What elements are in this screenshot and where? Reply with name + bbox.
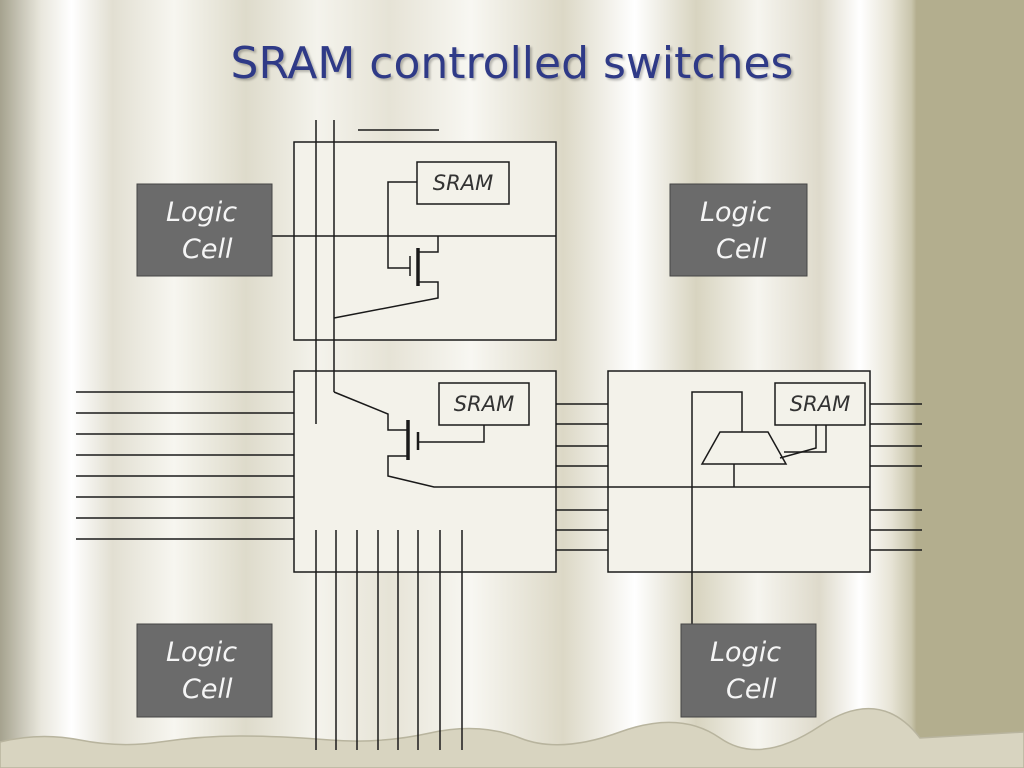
sram-select-wire-1	[779, 424, 817, 459]
slide-title: SRAM controlled switches	[230, 38, 794, 89]
mux-output-wire	[691, 391, 743, 624]
logic-cell-label-line2: Cell	[726, 674, 777, 705]
logic-cell-label-line1: Logic	[166, 197, 237, 228]
center-horizontal-bus	[556, 403, 608, 551]
logic-cell-label-line2: Cell	[182, 674, 233, 705]
transistor-drain-top	[418, 236, 439, 253]
multiplexer	[700, 431, 788, 465]
transistor-source-top	[333, 281, 439, 319]
transistor-source-middle	[387, 455, 870, 488]
logic-cell-label-line2: Cell	[716, 234, 767, 265]
sram-label: SRAM	[454, 392, 514, 416]
sram-gate-wire-middle	[418, 424, 485, 443]
sram-block-right: SRAM	[774, 382, 866, 426]
logic-cell-top-right: Logic Cell	[669, 183, 808, 277]
transistor-drain-middle	[333, 391, 408, 431]
sram-block-middle: SRAM	[438, 382, 530, 426]
logic-cell-top-left: Logic Cell	[136, 183, 273, 277]
logic-cell-label-line1: Logic	[700, 197, 771, 228]
logic-cell-label-line2: Cell	[182, 234, 233, 265]
logic-cell-bottom-left: Logic Cell	[136, 623, 273, 718]
bottom-vertical-bus	[315, 530, 463, 750]
sram-block-top: SRAM	[416, 161, 510, 205]
sram-label: SRAM	[790, 392, 850, 416]
right-horizontal-bus	[870, 403, 922, 551]
logic-cell-bottom-right: Logic Cell	[680, 623, 817, 718]
wavy-ground-decoration	[0, 707, 1024, 768]
logic-cell-label-line1: Logic	[710, 637, 781, 668]
sram-gate-wire-top	[387, 181, 417, 269]
left-horizontal-bus	[76, 391, 294, 540]
sram-select-wire-2	[784, 424, 827, 453]
sram-label: SRAM	[433, 171, 493, 195]
logic-cell-label-line1: Logic	[166, 637, 237, 668]
